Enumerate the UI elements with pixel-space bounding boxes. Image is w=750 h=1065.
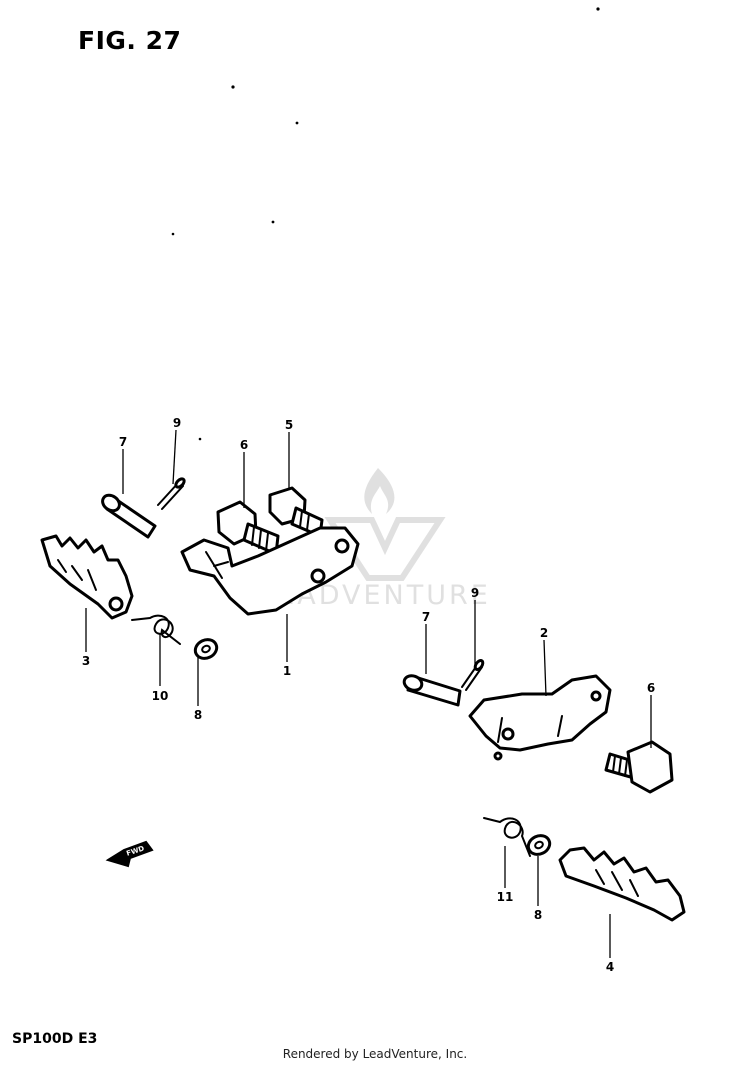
callout-7-left: 7 [119,435,127,449]
render-credit: Rendered by LeadVenture, Inc. [282,1047,468,1061]
callout-10: 10 [152,689,169,703]
leader-lines [85,429,652,958]
callout-3: 3 [82,654,90,668]
part-3-footrest-left [40,534,134,620]
figure-title: FIG. 27 [78,26,182,55]
part-6-bolt-left [216,500,280,556]
callout-8-right: 8 [534,908,542,922]
callout-6-left: 6 [240,438,248,452]
callout-8-left: 8 [194,708,202,722]
v-mark-icon [324,517,446,581]
part-2-bracket-right [468,674,612,761]
callout-labels: 7 9 6 5 3 10 8 1 9 7 2 6 11 8 4 [82,416,655,974]
flame-icon [364,468,395,514]
callout-9-right: 9 [471,586,479,600]
part-9-cotter-left [157,477,186,510]
part-8-washer-right [526,834,552,856]
callout-7-right: 7 [422,610,430,624]
callout-5: 5 [285,418,293,432]
part-9-cotter-right [461,659,485,691]
part-1-bracket-left [180,526,360,616]
fwd-arrow-icon: FWD [105,840,154,868]
part-5-bolt-left [268,486,324,538]
part-8-washer-left [193,638,219,660]
callout-4: 4 [606,960,614,974]
part-11-spring-right [483,817,531,857]
callout-2: 2 [540,626,548,640]
callout-9-left: 9 [173,416,181,430]
part-7-pin-right [402,674,462,707]
part-10-spring-left [131,614,181,645]
callout-11: 11 [497,890,514,904]
callout-1: 1 [283,664,291,678]
model-code: SP100D E3 [12,1031,98,1047]
part-4-footrest-right [558,846,686,922]
callout-6-right: 6 [647,681,655,695]
part-6-bolt-right [604,740,674,794]
scan-specks [171,7,600,441]
part-7-pin-left [101,493,157,539]
